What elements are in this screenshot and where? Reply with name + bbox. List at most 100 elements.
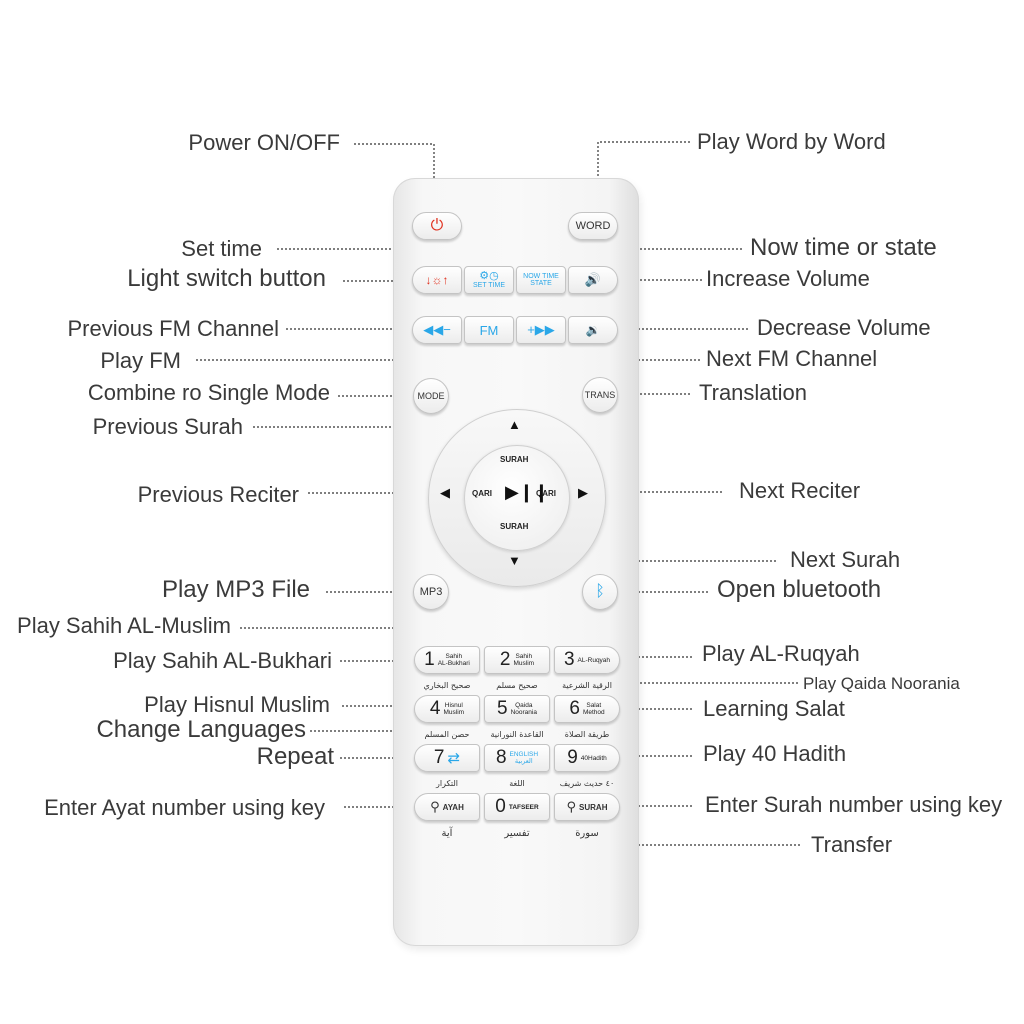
play-pause-icon: ▶❙❙ bbox=[505, 482, 550, 502]
search-icon: ⚲ bbox=[430, 799, 440, 814]
light-switch-button[interactable]: ↓☼↑ bbox=[412, 266, 462, 294]
key-3[interactable]: 3 AL-Ruqyah bbox=[554, 646, 620, 674]
fm-button[interactable]: FM bbox=[464, 316, 514, 344]
bluetooth-icon: ᛒ bbox=[595, 583, 605, 600]
callout-inc-vol: Increase Volume bbox=[706, 266, 870, 291]
surah-top-label: SURAH bbox=[500, 455, 529, 464]
callout-bt: Open bluetooth bbox=[717, 576, 882, 603]
key-7-arabic: التكرار bbox=[436, 779, 458, 788]
surah-down-arrow[interactable]: ▼ bbox=[508, 553, 521, 568]
key-3-arabic: الرقية الشرعية bbox=[562, 681, 612, 690]
key-8-label-1: ENGLISH bbox=[509, 751, 539, 758]
callout-next-surah: Next Surah bbox=[790, 547, 901, 572]
surah-button[interactable]: ⚲ SURAH bbox=[554, 793, 620, 821]
callout-next-reciter: Next Reciter bbox=[739, 478, 861, 503]
play-pause-button[interactable] bbox=[464, 445, 570, 551]
key-5-label-2: Noorania bbox=[510, 709, 537, 716]
ayah-button[interactable]: ⚲ AYAH bbox=[414, 793, 480, 821]
volume-up-button[interactable]: 🔊 bbox=[568, 266, 618, 294]
mode-button[interactable]: MODE bbox=[413, 378, 449, 414]
key-0[interactable]: 0 TAFSEER bbox=[484, 793, 550, 821]
callout-transfer: Transfer bbox=[811, 832, 893, 857]
now-time-button[interactable]: NOW TIME STATE bbox=[516, 266, 566, 294]
word-button[interactable]: WORD bbox=[568, 212, 618, 240]
key-0-number: 0 bbox=[495, 796, 506, 817]
key-1-number: 1 bbox=[424, 649, 435, 670]
callout-prev-reciter: Previous Reciter bbox=[137, 482, 299, 507]
key-5-number: 5 bbox=[497, 698, 508, 719]
surah-bottom-label: SURAH bbox=[500, 522, 529, 531]
key-3-number: 3 bbox=[563, 649, 575, 670]
key-9[interactable]: 9 40Hadith bbox=[554, 744, 620, 772]
key-1-label-2: AL-Bukhari bbox=[437, 660, 470, 667]
key-9-arabic: ٤٠ حديث شريف bbox=[559, 779, 615, 788]
qari-left-label: QARI bbox=[472, 489, 492, 498]
power-button[interactable]: ⏻ bbox=[412, 212, 462, 240]
key-0-label-1: TAFSEER bbox=[508, 803, 539, 811]
key-3-label-1: AL-Ruqyah bbox=[577, 656, 611, 664]
ayah-label: AYAH bbox=[442, 802, 464, 812]
callout-bukhari: Play Sahih AL-Bukhari bbox=[113, 648, 332, 673]
key-0-arabic: تفسير bbox=[504, 828, 530, 839]
callout-repeat: Repeat bbox=[256, 743, 334, 770]
callout-qaida: Play Qaida Noorania bbox=[803, 674, 960, 693]
forward-icon: +▶▶ bbox=[527, 322, 555, 337]
callout-mode: Combine ro Single Mode bbox=[87, 380, 330, 405]
surah-up-arrow[interactable]: ▲ bbox=[508, 417, 521, 432]
callout-prev-fm: Previous FM Channel bbox=[67, 316, 279, 341]
key-6-label-1: Salat bbox=[586, 702, 602, 709]
callout-salat: Learning Salat bbox=[703, 696, 845, 721]
callout-prev-surah: Previous Surah bbox=[92, 414, 243, 439]
key-6-arabic: طريقة الصلاة bbox=[564, 730, 610, 739]
callout-hisnul: Play Hisnul Muslim bbox=[144, 692, 330, 717]
set-time-label: SET TIME bbox=[472, 282, 506, 289]
power-icon: ⏻ bbox=[430, 217, 444, 234]
key-6-number: 6 bbox=[569, 698, 580, 719]
next-fm-button[interactable]: +▶▶ bbox=[516, 316, 566, 344]
key-2-number: 2 bbox=[499, 649, 511, 670]
callout-fm: Play FM bbox=[100, 348, 181, 373]
callout-ayat: Enter Ayat number using key bbox=[44, 795, 325, 820]
key-4-label-1: Hisnul bbox=[444, 702, 463, 709]
key-1-label-1: Sahih bbox=[445, 653, 463, 660]
key-4-number: 4 bbox=[429, 698, 441, 719]
speaker-down-icon: 🔉 bbox=[585, 323, 601, 337]
key-4-arabic: حصن المسلم bbox=[424, 730, 470, 739]
key-8-label-2: العربية bbox=[514, 758, 533, 765]
key-4-label-2: Muslim bbox=[443, 709, 465, 716]
clock-icon: ⚙◷ bbox=[479, 270, 499, 282]
mp3-button[interactable]: MP3 bbox=[413, 574, 449, 610]
callout-dec-vol: Decrease Volume bbox=[757, 315, 931, 340]
callout-sahih-muslim: Play Sahih AL-Muslim bbox=[17, 613, 231, 638]
callout-ruqyah: Play AL-Ruqyah bbox=[702, 641, 860, 666]
key-9-label-1: 40Hadith bbox=[580, 754, 607, 762]
volume-down-button[interactable]: 🔉 bbox=[568, 316, 618, 344]
key-8-arabic: اللغة bbox=[509, 779, 525, 788]
state-label: STATE bbox=[530, 280, 552, 287]
search-icon: ⚲ bbox=[566, 799, 577, 814]
trans-button[interactable]: TRANS bbox=[582, 377, 618, 413]
qari-right-arrow[interactable]: ▶ bbox=[578, 485, 588, 500]
set-time-button[interactable]: ⚙◷ SET TIME bbox=[464, 266, 514, 294]
key-8-number: 8 bbox=[495, 747, 507, 768]
rewind-icon: ◀◀− bbox=[423, 322, 451, 337]
callout-hadith: Play 40 Hadith bbox=[703, 741, 847, 766]
callout-word: Play Word by Word bbox=[697, 129, 886, 154]
callout-next-fm: Next FM Channel bbox=[706, 346, 878, 371]
light-bulb-icon: ↓☼↑ bbox=[425, 273, 449, 287]
ayah-arabic: آية bbox=[441, 828, 453, 839]
callout-power: Power ON/OFF bbox=[188, 130, 340, 155]
surah-arabic: سورة bbox=[575, 828, 599, 839]
prev-fm-button[interactable]: ◀◀− bbox=[412, 316, 462, 344]
key-7[interactable]: 7 ⇄ bbox=[414, 744, 480, 772]
bluetooth-button[interactable]: ᛒ bbox=[582, 574, 618, 610]
qari-left-arrow[interactable]: ◀ bbox=[440, 485, 450, 500]
key-9-number: 9 bbox=[567, 747, 578, 768]
